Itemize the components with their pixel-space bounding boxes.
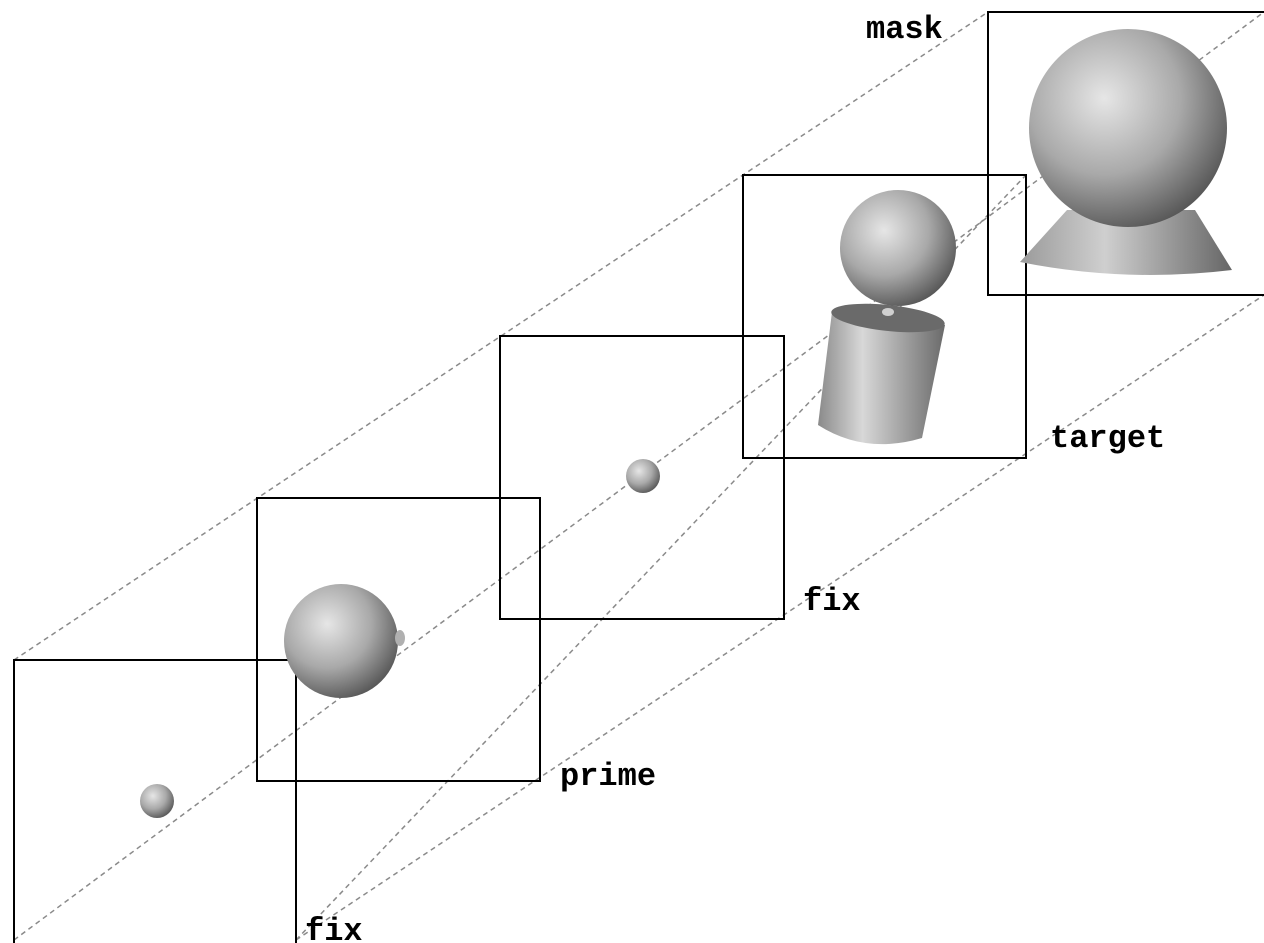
- frame-box: [256, 497, 541, 782]
- cylinder-top: [831, 303, 945, 333]
- frame-label: fix: [803, 583, 861, 620]
- frame-mask: mask: [866, 11, 1264, 296]
- frame-label: mask: [866, 11, 943, 48]
- frame-label: target: [1050, 420, 1165, 457]
- frame-label: fix: [305, 913, 363, 943]
- frame-box: [13, 659, 297, 943]
- connector: [882, 308, 894, 316]
- frame-target: target: [742, 174, 1165, 459]
- small-sphere: [140, 784, 174, 818]
- large-sphere: [284, 584, 398, 698]
- guide-line-top: [13, 11, 989, 661]
- frame-fix-1: fix: [13, 659, 363, 943]
- sphere-nub: [395, 630, 405, 646]
- guide-line-bottom: [295, 294, 1264, 941]
- small-sphere: [626, 459, 660, 493]
- frame-prime: prime: [256, 497, 656, 795]
- frame-box: [987, 11, 1264, 296]
- frame-box: [742, 174, 1027, 459]
- frame-box: [499, 335, 785, 620]
- frame-label: prime: [560, 758, 656, 795]
- cone-base: [1020, 210, 1232, 275]
- frame-fix-2: fix: [499, 335, 861, 620]
- sphere-top: [1029, 29, 1227, 227]
- sphere-top: [840, 190, 956, 306]
- cylinder-body: [818, 312, 945, 445]
